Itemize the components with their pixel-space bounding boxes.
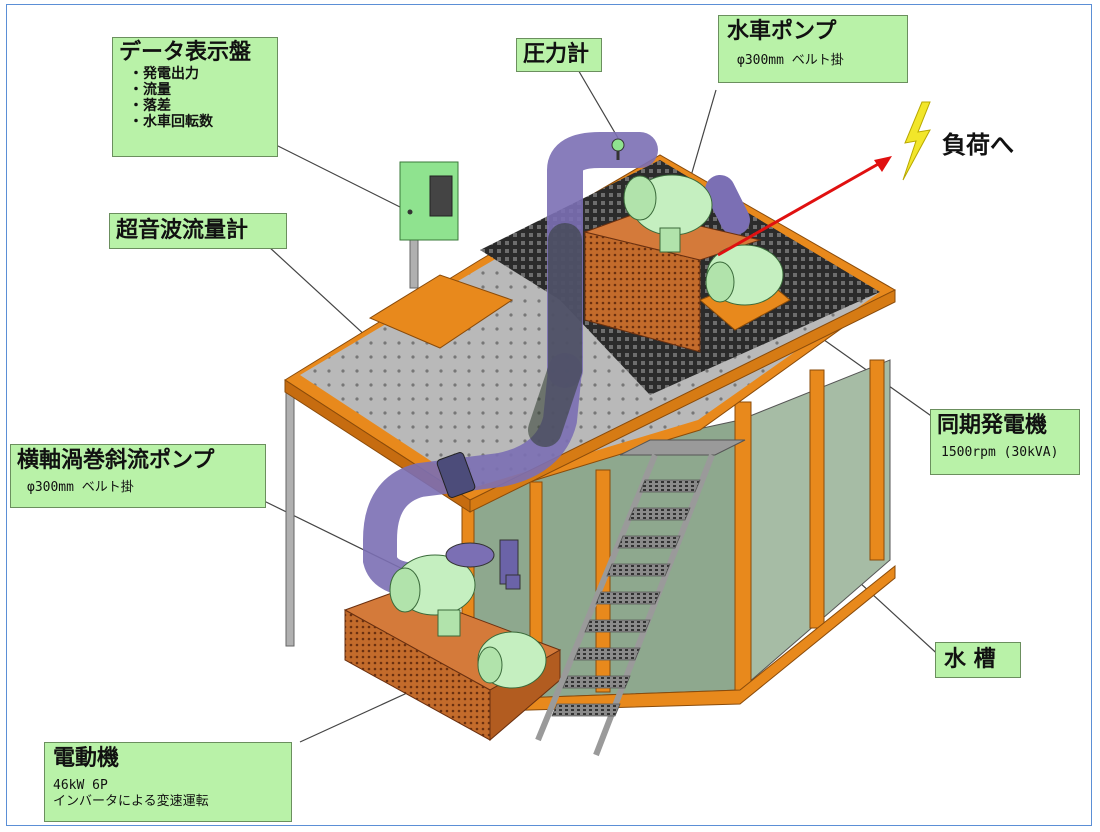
ladder-treads [551, 479, 701, 717]
load-text: 負荷へ [942, 131, 1014, 159]
label-data-panel: データ表示盤 ・発電出力 ・流量 ・落差 ・水車回転数 [112, 37, 278, 157]
label-ultrasonic-flowmeter: 超音波流量計 [109, 213, 287, 249]
water-tank [461, 359, 896, 713]
pressure-gauge [611, 138, 625, 160]
label-ultrasonic-flowmeter-title: 超音波流量計 [116, 218, 249, 243]
label-motor: 電動機 46kW 6P インバータによる変速運転 [44, 742, 292, 822]
label-water-tank: 水 槽 [935, 642, 1021, 678]
label-turbine-pump-title: 水車ポンプ [727, 19, 837, 44]
label-sync-generator-title: 同期発電機 [937, 413, 1048, 438]
pipe-system [363, 132, 750, 597]
label-motor-spec: 46kW 6P [53, 778, 108, 793]
label-pressure-gauge: 圧力計 [516, 38, 602, 72]
label-turbine-pump: 水車ポンプ φ300mm ベルト掛 [718, 15, 908, 83]
label-data-panel-item: ・発電出力 [129, 66, 199, 82]
label-data-panel-title: データ表示盤 [119, 40, 252, 65]
label-sync-generator-spec: 1500rpm (30kVA) [941, 445, 1059, 460]
label-mixed-flow-pump-spec: φ300mm ベルト掛 [27, 480, 134, 495]
label-sync-generator: 同期発電機 1500rpm (30kVA) [930, 409, 1080, 475]
access-ladder [535, 439, 746, 757]
power-output-arrow [717, 156, 892, 257]
label-water-tank-title: 水 槽 [944, 647, 996, 672]
lightning-icon [902, 101, 931, 181]
figure-border [6, 4, 1092, 826]
label-pressure-gauge-title: 圧力計 [523, 42, 590, 67]
label-data-panel-item: ・流量 [129, 82, 171, 98]
label-motor-note: インバータによる変速運転 [53, 794, 209, 809]
label-mixed-flow-pump-title: 横軸渦巻斜流ポンプ [17, 448, 215, 473]
label-mixed-flow-pump: 横軸渦巻斜流ポンプ φ300mm ベルト掛 [10, 444, 266, 508]
data-display-panel [399, 161, 459, 241]
label-data-panel-item: ・水車回転数 [129, 114, 213, 130]
label-turbine-pump-spec: φ300mm ベルト掛 [737, 53, 844, 68]
label-motor-title: 電動機 [53, 746, 120, 771]
lower-pump-assembly [343, 542, 562, 742]
label-data-panel-item: ・落差 [129, 98, 171, 114]
turbine-pump-assembly [583, 174, 791, 353]
